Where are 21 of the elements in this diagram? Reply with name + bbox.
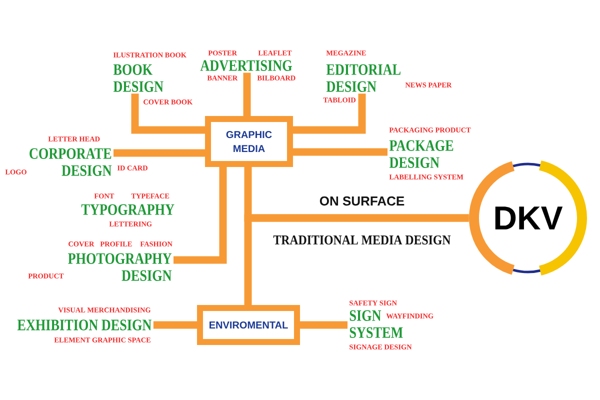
topic-heading: ADVERTISING bbox=[200, 60, 292, 72]
connector-line bbox=[243, 72, 251, 116]
connector-line bbox=[293, 148, 388, 156]
topic-heading: TYPOGRAPHY bbox=[81, 204, 174, 215]
topic-heading: EXHIBITION DESIGN bbox=[17, 320, 152, 330]
connector-line bbox=[114, 149, 205, 157]
connector-line bbox=[293, 94, 366, 134]
connector-line bbox=[131, 94, 205, 134]
topic-heading: CORPORATE DESIGN bbox=[30, 148, 112, 176]
category-box: ENVIROMENTAL bbox=[197, 305, 300, 345]
connector-line bbox=[153, 321, 197, 329]
topic-heading: BOOK DESIGN bbox=[113, 64, 164, 92]
connector-line bbox=[244, 214, 469, 305]
topic-heading: EDITORIAL DESIGN bbox=[326, 64, 400, 92]
branch-label: TRADITIONAL MEDIA DESIGN bbox=[273, 235, 451, 245]
connector-line bbox=[300, 321, 348, 329]
connector-line bbox=[174, 167, 227, 264]
branch-label: ON SURFACE bbox=[320, 196, 404, 206]
topic-heading: PHOTOGRAPHY DESIGN bbox=[68, 253, 172, 281]
topic-heading: PACKAGE DESIGN bbox=[389, 140, 454, 168]
category-box: GRAPHIC MEDIA bbox=[205, 116, 293, 167]
